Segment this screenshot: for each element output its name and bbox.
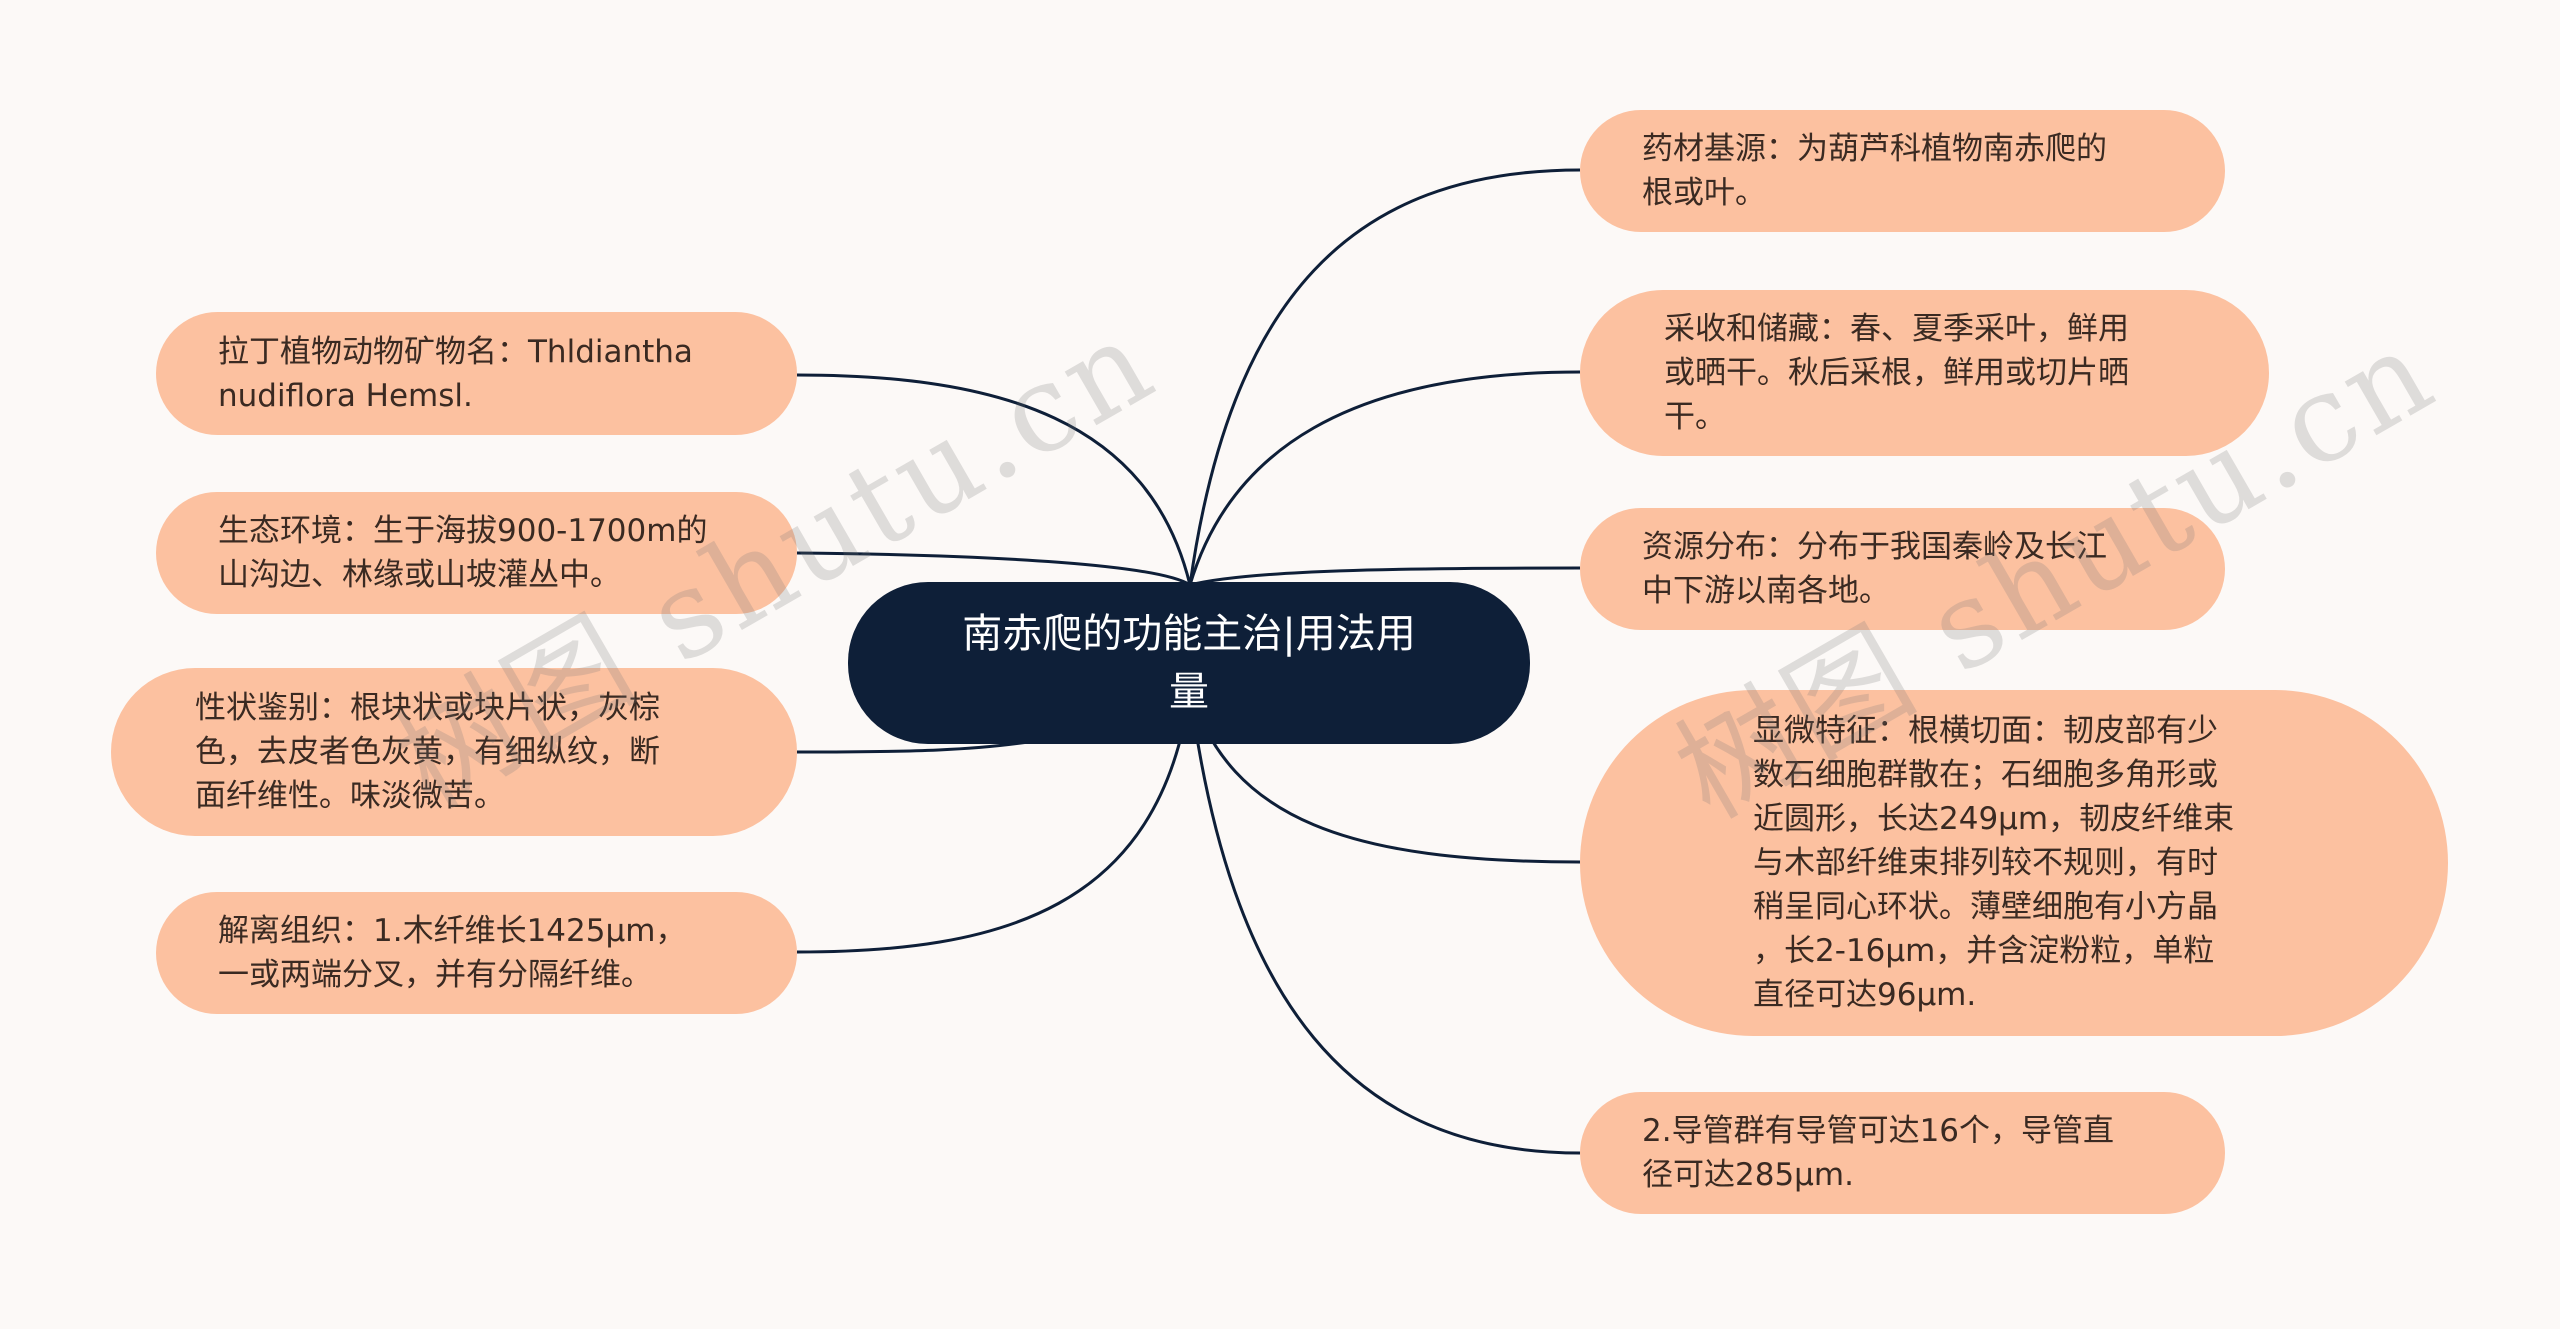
connector-right-5 xyxy=(1188,689,1581,1155)
node-latin-name[interactable]: 拉丁植物动物矿物名：Thldiantha nudiflora Hemsl. xyxy=(156,312,797,435)
connector-right-1 xyxy=(1188,168,1581,586)
connector-left-2 xyxy=(796,551,1191,587)
root-topic[interactable]: 南赤爬的功能主治|用法用 量 xyxy=(848,582,1530,744)
connector-right-2 xyxy=(1188,370,1581,586)
node-harvest-storage[interactable]: 采收和储藏：春、夏季采叶，鲜用 或晒干。秋后采根，鲜用或切片晒 干。 xyxy=(1580,290,2269,456)
connector-right-3 xyxy=(1189,566,1581,587)
connector-left-1 xyxy=(796,373,1192,586)
node-dissociated-tissue[interactable]: 解离组织：1.木纤维长1425μm， 一或两端分叉，并有分隔纤维。 xyxy=(156,892,797,1014)
node-distribution[interactable]: 资源分布：分布于我国秦岭及长江 中下游以南各地。 xyxy=(1580,508,2225,630)
node-vessel-groups[interactable]: 2.导管群有导管可达16个，导管直 径可达285μm. xyxy=(1580,1092,2225,1214)
node-microscopic-features[interactable]: 显微特征：根横切面：韧皮部有少 数石细胞群散在；石细胞多角形或 近圆形，长达24… xyxy=(1580,690,2448,1036)
node-appearance[interactable]: 性状鉴别：根块状或块片状，灰棕 色，去皮者色灰黄，有细纵纹，断 面纤维性。味淡微… xyxy=(111,668,797,836)
node-source[interactable]: 药材基源：为葫芦科植物南赤爬的 根或叶。 xyxy=(1580,110,2225,232)
connector-left-4 xyxy=(796,689,1192,954)
node-habitat[interactable]: 生态环境：生于海拔900-1700m的 山沟边、林缘或山坡灌丛中。 xyxy=(156,492,797,614)
